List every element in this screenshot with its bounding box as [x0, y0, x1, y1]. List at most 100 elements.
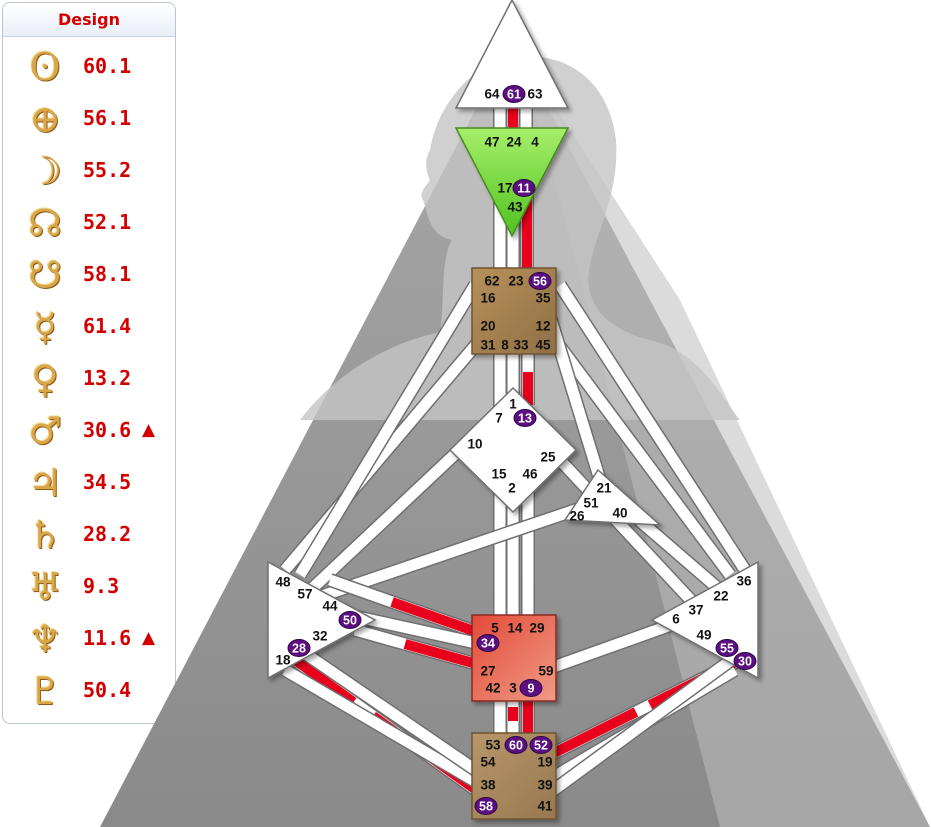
channel-band	[543, 614, 687, 676]
g-diamond	[448, 386, 578, 514]
gate-number: 59	[538, 664, 553, 679]
channel	[295, 434, 475, 606]
channel	[294, 281, 481, 579]
gate-number: 1	[509, 397, 517, 412]
gate: 15	[491, 467, 507, 482]
channel	[327, 573, 488, 642]
channel-band	[280, 336, 485, 574]
planet-row: ♄28.2	[3, 509, 175, 561]
gate: 57	[297, 587, 312, 602]
gate: 3	[509, 681, 517, 696]
channel-band	[550, 336, 735, 579]
gate-number: 16	[480, 291, 496, 306]
gate-number: 6	[672, 612, 680, 627]
planet-row: ☿61.4	[3, 301, 175, 353]
gate-number: 37	[688, 603, 703, 618]
gate: 49	[696, 628, 711, 643]
gate-number: 62	[484, 274, 499, 289]
throat-center	[471, 267, 557, 355]
gate: 1	[509, 397, 517, 412]
gate-number: 48	[275, 575, 291, 590]
gate: 29	[529, 621, 544, 636]
gate: 25	[540, 450, 556, 465]
gate: 34	[476, 634, 500, 652]
gate-number: 3	[509, 681, 517, 696]
panel-title: Design	[3, 3, 175, 37]
gate-number: 43	[507, 200, 523, 215]
gate-highlight	[504, 736, 528, 754]
gate-number: 42	[485, 681, 500, 696]
gate: 43	[507, 200, 523, 215]
channel-band	[295, 282, 480, 578]
planet-value: 55.2	[83, 158, 132, 182]
gate-number: 15	[491, 467, 507, 482]
channel	[542, 613, 688, 677]
gate-number: 25	[540, 450, 556, 465]
gate-number: 19	[537, 755, 552, 770]
uranus-icon: ♅	[27, 565, 63, 609]
gate-number: 10	[467, 437, 482, 452]
planet-row: ♇ 50.4	[3, 665, 175, 717]
ego-center	[563, 468, 663, 526]
gate: 55	[715, 639, 739, 657]
gate-number: 30	[738, 655, 752, 669]
planet-value: 56.1	[83, 106, 132, 130]
gate-number: 35	[535, 291, 551, 306]
channel-band	[296, 435, 474, 605]
gate: 10	[467, 437, 482, 452]
gate-number: 31	[480, 338, 496, 353]
planet-row: ☽ 55.2	[3, 145, 175, 197]
gate-number: 8	[501, 338, 509, 353]
gate: 31	[480, 338, 496, 353]
gate-number: 2	[508, 481, 516, 496]
gate-number: 17	[497, 181, 512, 196]
gate: 64	[484, 87, 500, 102]
gate: 56	[528, 272, 552, 290]
gate-number: 40	[612, 506, 627, 521]
gate-number: 36	[736, 574, 752, 589]
planet-row: ⊕56.1	[3, 93, 175, 145]
g-center	[448, 386, 578, 514]
channel-band	[282, 665, 493, 795]
pluto-icon: ♇	[27, 669, 63, 713]
gate-highlight	[519, 679, 543, 697]
gate: 59	[538, 664, 553, 679]
gate-highlight	[529, 736, 553, 754]
gate-number: 64	[484, 87, 500, 102]
jupiter-icon: ♃	[27, 461, 63, 505]
gate-number: 47	[484, 135, 499, 150]
gate: 41	[537, 799, 553, 814]
gate: 37	[688, 603, 703, 618]
gate-number: 58	[479, 800, 493, 814]
gate-number: 32	[312, 629, 327, 644]
gate: 33	[513, 338, 529, 353]
south-node-icon: ☋	[28, 253, 62, 297]
gate: 2	[508, 481, 516, 496]
channel-active	[403, 639, 482, 670]
channel-band	[296, 645, 494, 785]
planet-value: 28.2	[83, 522, 132, 546]
channel	[296, 644, 494, 786]
gate-number: 55	[720, 642, 734, 656]
gate: 11	[512, 179, 536, 197]
channel-active	[292, 655, 357, 707]
gate-highlight	[476, 634, 500, 652]
ego-triangle	[563, 468, 663, 526]
channel	[535, 644, 750, 806]
gate: 44	[322, 599, 338, 614]
gate: 30	[733, 652, 757, 670]
ajna-center	[454, 127, 570, 238]
gate: 60	[504, 736, 528, 754]
planet-value: 50.4	[83, 678, 132, 702]
gate: 6	[672, 612, 680, 627]
gate: 58	[474, 797, 498, 815]
exalted-triangle-icon: ▲	[142, 628, 156, 648]
gate-number: 33	[513, 338, 529, 353]
gate-number: 28	[292, 642, 306, 656]
moon-icon: ☽	[27, 149, 63, 193]
planet-value: 61.4	[83, 314, 132, 338]
gate: 50	[338, 611, 362, 629]
gate-highlight	[733, 652, 757, 670]
